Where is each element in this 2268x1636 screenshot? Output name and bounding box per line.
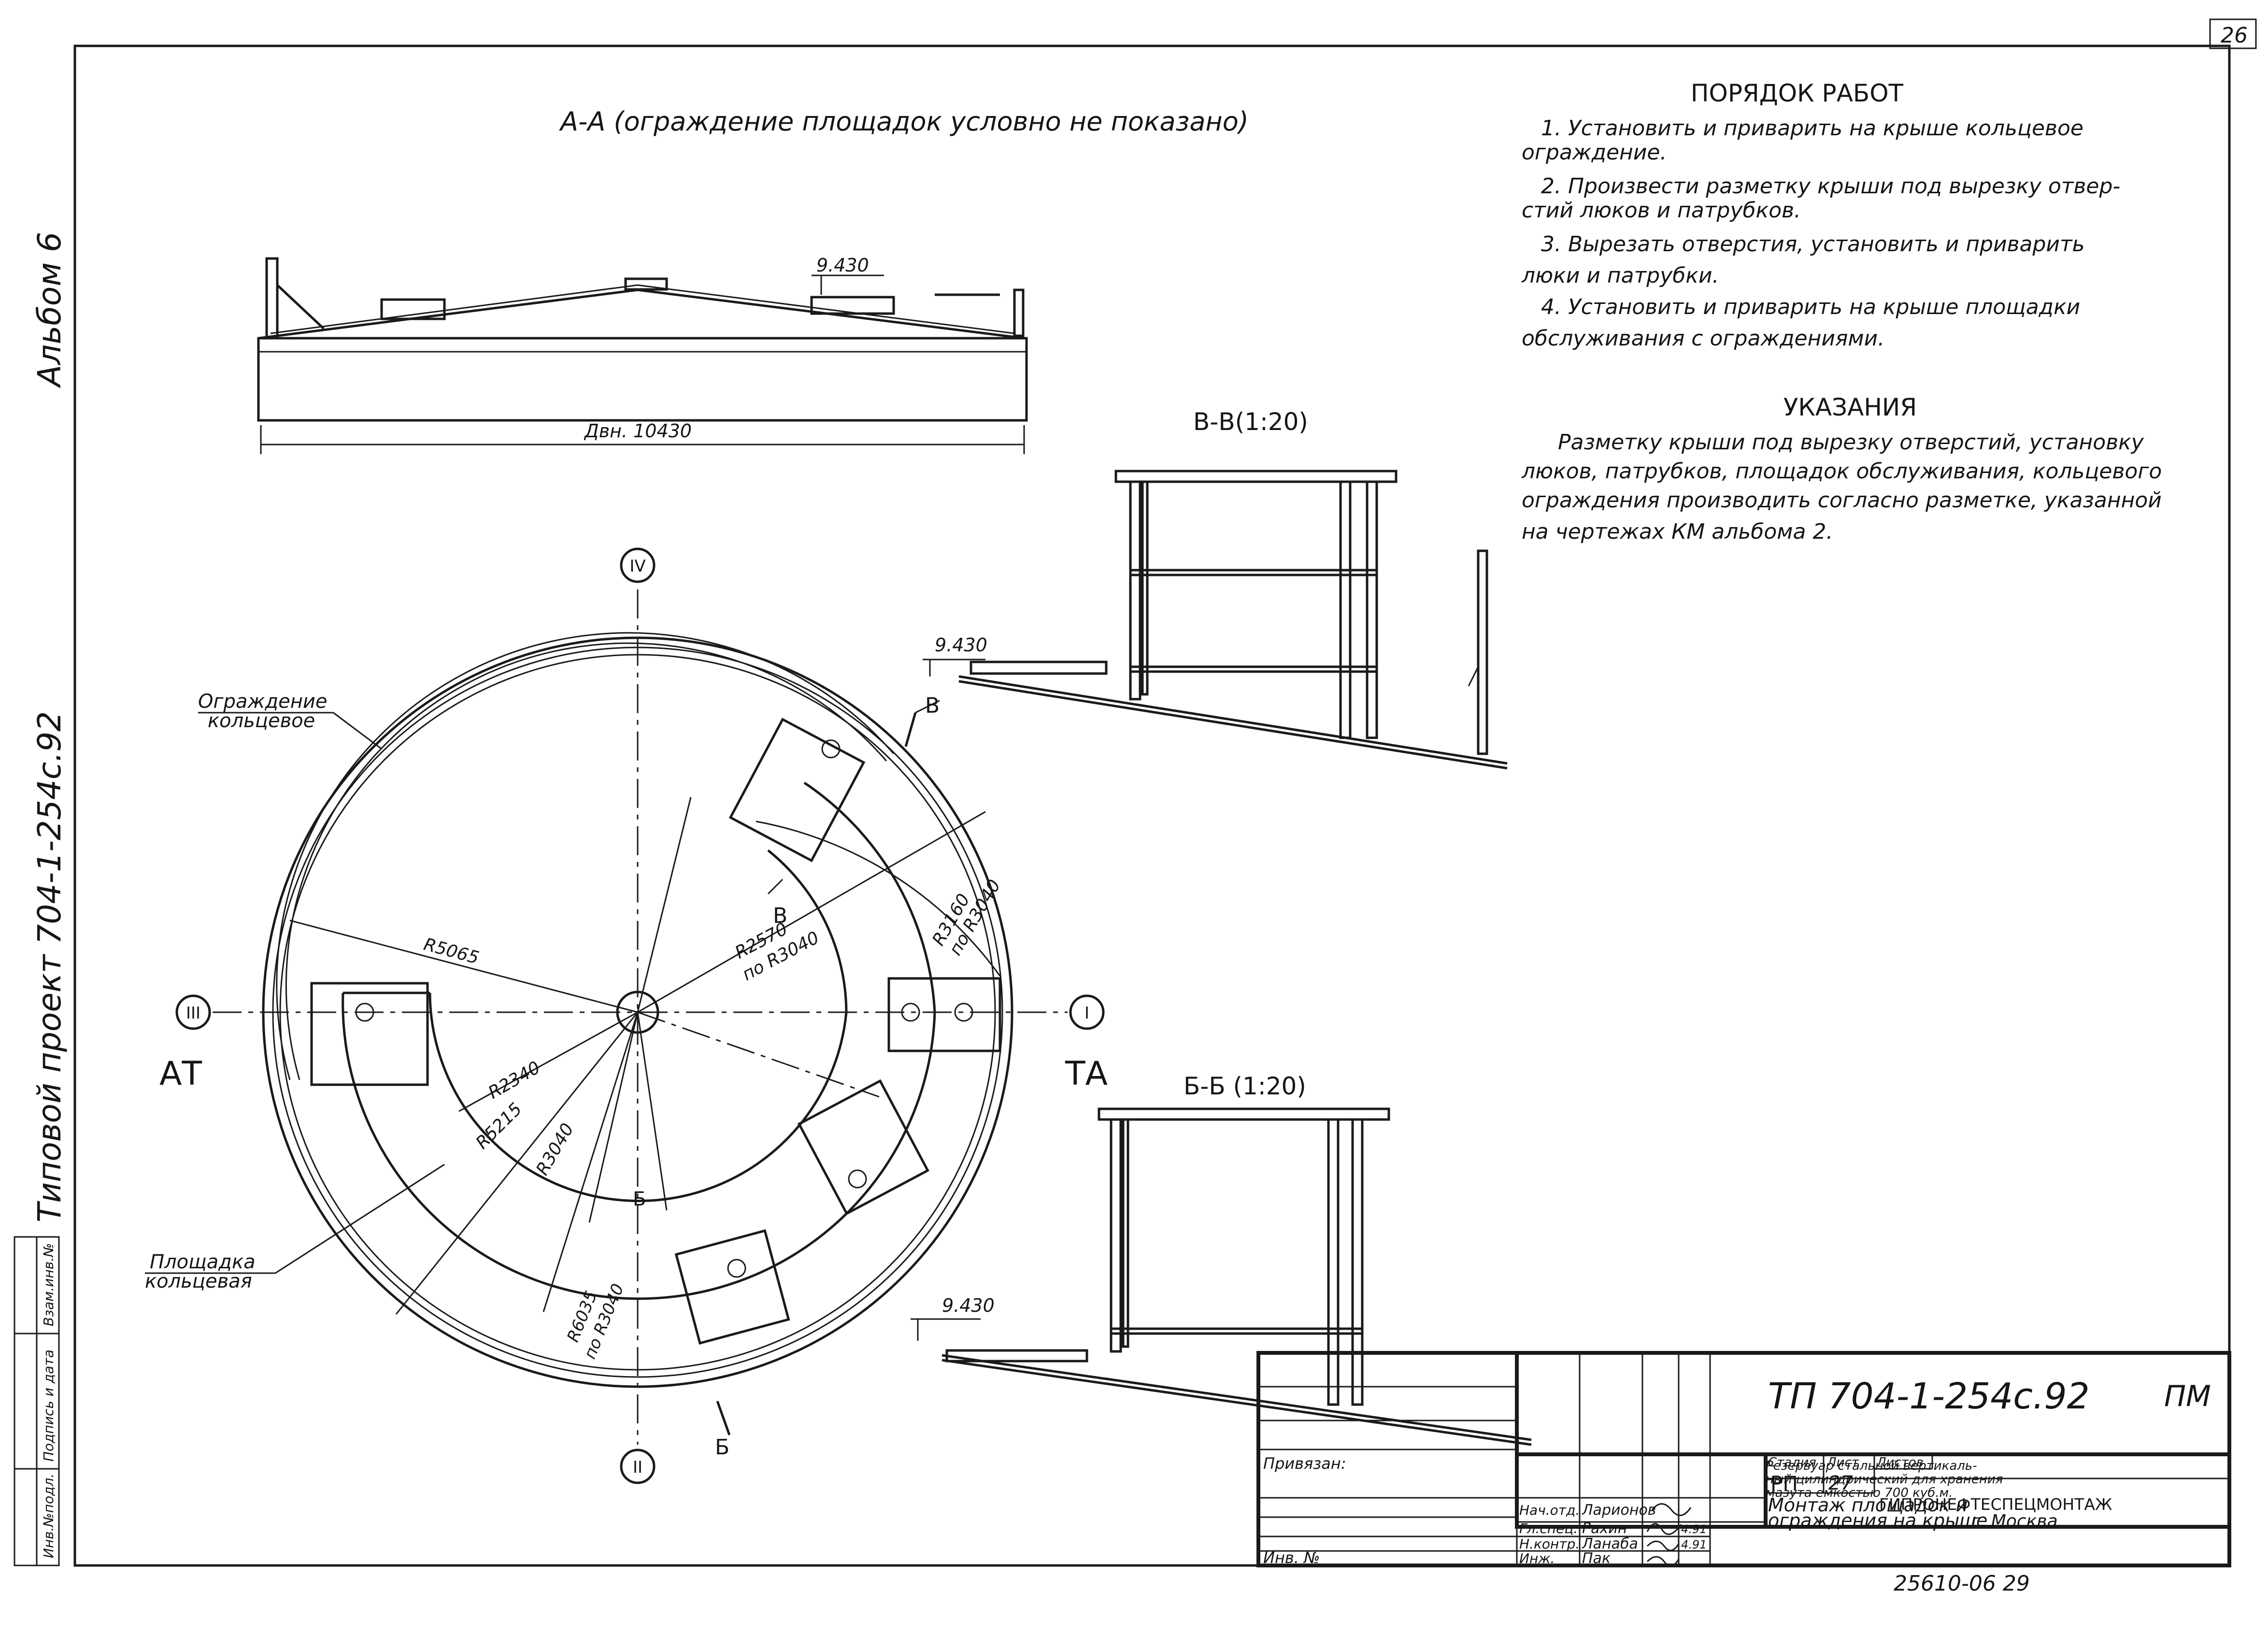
role-4: Инж.	[1519, 1550, 1555, 1566]
dim-r3040: R3040	[532, 1120, 578, 1179]
hatch-box-right	[887, 977, 1001, 1052]
axis-i: I	[1084, 1004, 1089, 1023]
svg-text:2. Произвести разметку крыши: 2. Произвести разметку крыши под вырезку…	[1541, 174, 2120, 199]
name-2: Рахин	[1582, 1520, 1627, 1537]
platform-label: Площадка	[150, 1251, 256, 1273]
section-aa-diameter: Двн. 10430	[584, 420, 692, 442]
name-3: Ланаба	[1582, 1536, 1638, 1552]
svg-text:кольцевое: кольцевое	[208, 710, 315, 732]
org-city: г. Москва	[1971, 1511, 2058, 1531]
sheet-value: 27	[1828, 1472, 1853, 1494]
role-3: Н.контр.	[1519, 1536, 1580, 1552]
footer-number: 25610-06 29	[1894, 1571, 2030, 1596]
sheet-label: Лист	[1826, 1455, 1859, 1470]
svg-text:1. Установить и приварить на: 1. Установить и приварить на крыше кольц…	[1541, 116, 2083, 141]
description-3: мазута емкостью 700 куб.м.	[1766, 1486, 1953, 1500]
sheet-frame	[73, 44, 2231, 1567]
svg-text:Разметку крыши под вырезку отв: Разметку крыши под вырезку отверстий, ус…	[1558, 430, 2144, 455]
dim-r2340: R2340	[485, 1058, 544, 1103]
hatch-box-lower-right	[797, 1079, 929, 1216]
attached-label: Привязан:	[1263, 1454, 1346, 1473]
instructions-title: УКАЗАНИЯ	[1783, 393, 1917, 421]
doc-code: ТП 704-1-254с.92	[1768, 1376, 2090, 1417]
side-right-label: ТА	[1065, 1055, 1108, 1093]
sheet-title-2: ограждения на крыше	[1768, 1510, 1987, 1531]
section-aa-elevation: 9.430	[816, 255, 869, 276]
svg-text:ограждение.: ограждение.	[1522, 140, 1667, 165]
stage-label: Стадия	[1768, 1455, 1816, 1470]
hatch-box-top	[728, 718, 866, 862]
work-order: ПОРЯДОК РАБОТ 1. Установить и приварить …	[1521, 79, 2120, 351]
section-b6-title: Б-Б (1:20)	[1184, 1072, 1306, 1100]
sheets-label: Листов	[1876, 1455, 1924, 1470]
svg-text:Взам.инв.№: Взам.инв.№	[41, 1243, 57, 1326]
svg-text:обслуживания с ограждениями.: обслуживания с ограждениями.	[1522, 326, 1884, 351]
section-mark-b6-bottom: Б	[715, 1435, 729, 1460]
album-label: Альбом 6	[31, 232, 68, 388]
signature-4	[1646, 1556, 1680, 1567]
fence-label: Ограждение	[198, 690, 327, 713]
instructions: УКАЗАНИЯ Разметку крыши под вырезку отве…	[1521, 393, 2162, 544]
signature-1	[1651, 1503, 1692, 1516]
section-mark-b6-inner: Б	[633, 1188, 646, 1210]
date-2: 4.91	[1681, 1522, 1707, 1536]
section-mark-b-top: В	[925, 693, 940, 718]
sheet-number-box	[2209, 18, 2257, 49]
dim-r5215: R5215	[472, 1099, 526, 1153]
section-aa-title: А-А (ограждение площадок условно не пока…	[559, 106, 1249, 137]
section-bb-title: В-В(1:20)	[1193, 408, 1308, 436]
svg-text:4. Установить и приварить на: 4. Установить и приварить на крыше площа…	[1541, 295, 2080, 319]
title-block: Привязан: Инв. № Нач.отд. Гл.спец. Н.кон…	[1256, 1351, 2231, 1567]
org-name: ГИПРОНЕФТЕСПЕЦМОНТАЖ	[1879, 1495, 2112, 1514]
axis-iv: IV	[629, 557, 645, 576]
role-2: Гл.спец.	[1519, 1521, 1578, 1536]
svg-text:стий люков и патрубков.: стий люков и патрубков.	[1522, 198, 1801, 223]
svg-text:люки и патрубки.: люки и патрубки.	[1521, 263, 1719, 288]
sheet-number: 26	[2221, 23, 2248, 48]
svg-text:Инв.№подл.: Инв.№подл.	[41, 1474, 57, 1558]
left-stamp: Инв.№подл. Подпись и дата Взам.инв.№	[14, 1236, 60, 1566]
project-label: Типовой проект 704-1-254с.92	[31, 711, 68, 1222]
work-order-title: ПОРЯДОК РАБОТ	[1691, 79, 1904, 107]
stage-value: РП	[1770, 1472, 1798, 1495]
svg-text:3. Вырезать отверстия, устан: 3. Вырезать отверстия, установить и прив…	[1541, 232, 2085, 257]
role-1: Нач.отд.	[1519, 1502, 1580, 1518]
name-1: Ларионов	[1582, 1502, 1656, 1519]
axis-iii: III	[186, 1004, 200, 1023]
signature-3	[1646, 1540, 1680, 1551]
roof-plan: В В Б Б IV I II III АТ ТА Ограждение кол…	[145, 547, 1108, 1484]
doc-mark: ПМ	[2164, 1379, 2211, 1413]
section-b6: Б-Б (1:20) 9.430	[911, 1072, 1532, 1446]
side-left-label: АТ	[159, 1055, 202, 1093]
signature-2	[1646, 1523, 1682, 1535]
section-aa: А-А (ограждение площадок условно не пока…	[257, 106, 1249, 454]
name-4: Пак	[1582, 1550, 1611, 1567]
section-mark-b-inner: В	[773, 904, 787, 928]
svg-text:кольцевая: кольцевая	[145, 1270, 252, 1292]
svg-text:ограждения производить согласн: ограждения производить согласно разметке…	[1522, 488, 2162, 513]
date-3: 4.91	[1681, 1538, 1707, 1551]
hatch-box-bottom	[674, 1229, 790, 1345]
svg-text:на чертежах КМ альбома 2.: на чертежах КМ альбома 2.	[1522, 519, 1833, 544]
hatch-box-left	[310, 982, 429, 1086]
section-b6-elevation: 9.430	[942, 1295, 995, 1316]
sheet-title-1: Монтаж площадок и	[1768, 1494, 1968, 1516]
svg-text:люков, патрубков, площадок обс: люков, патрубков, площадок обслуживания,…	[1521, 459, 2162, 484]
section-bb: В-В(1:20) 9.430	[923, 408, 1508, 770]
inv-label: Инв. №	[1263, 1549, 1320, 1567]
section-bb-elevation: 9.430	[935, 634, 987, 656]
axis-ii: II	[633, 1458, 642, 1477]
description-2: ный цилиндрический для хранения	[1766, 1472, 2003, 1487]
svg-text:Подпись и дата: Подпись и дата	[41, 1349, 57, 1462]
description-1: Резервуар стальной вертикаль-	[1766, 1459, 1977, 1473]
